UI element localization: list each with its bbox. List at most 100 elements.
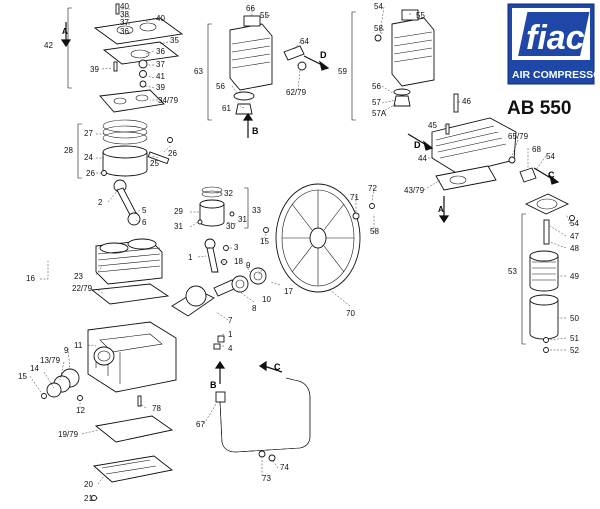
part-label: 36	[120, 27, 129, 36]
part-label: 42	[44, 41, 53, 50]
part-label: 39	[90, 65, 99, 74]
part-label: 1	[228, 330, 233, 339]
part-label: 45	[428, 121, 437, 130]
part-label: 27	[84, 129, 93, 138]
part-label: 55	[260, 11, 269, 20]
brand-logo: fiac AIR COMPRESSORS	[507, 3, 600, 85]
part-label: 72	[368, 184, 377, 193]
part-label: 78	[152, 404, 161, 413]
part-label: 68	[532, 145, 541, 154]
part-label: 17	[284, 287, 293, 296]
part-label: 56	[372, 82, 381, 91]
part-label: 47	[570, 232, 579, 241]
part-label: 55	[416, 11, 425, 20]
part-label: 71	[350, 193, 359, 202]
part-label: 26	[168, 149, 177, 158]
part-label: 54	[546, 152, 555, 161]
part-label: 48	[570, 244, 579, 253]
part-label: 37	[156, 60, 165, 69]
connecting-rod-left	[113, 179, 141, 226]
part-label: 70	[346, 309, 355, 318]
part-label: 3	[234, 243, 239, 252]
logo-text: fiac	[526, 19, 585, 57]
part-label: 61	[222, 104, 231, 113]
part-label: 16	[26, 274, 35, 283]
part-label: 21	[84, 494, 93, 503]
piston-group-left	[77, 119, 173, 179]
arrow-label-a2: A	[438, 205, 444, 214]
part-label: 40	[120, 2, 129, 11]
crankshaft	[171, 227, 269, 350]
part-label: 39	[156, 83, 165, 92]
arrow-label-b1: B	[252, 126, 259, 136]
part-label: 15	[18, 372, 27, 381]
part-label: 15	[260, 237, 269, 246]
filter-group	[521, 193, 575, 353]
leader-lines	[29, 6, 571, 499]
part-label: 22/79	[72, 284, 93, 293]
piston-group-mid	[197, 186, 249, 273]
part-label: 58	[370, 227, 379, 236]
part-label: 31	[174, 222, 183, 231]
part-label: 43/79	[404, 186, 425, 195]
part-label: 38	[120, 10, 129, 19]
part-label: 11	[74, 341, 83, 350]
part-label: 54	[570, 219, 579, 228]
flow-arrows: A B D D A C B C	[60, 22, 560, 390]
part-label: 18	[234, 257, 243, 266]
part-label: 4	[228, 344, 233, 353]
flywheel	[275, 183, 375, 293]
part-label: 35	[170, 36, 179, 45]
delivery-pipe	[215, 377, 311, 462]
part-label: 20	[84, 480, 93, 489]
part-label: 33	[252, 206, 261, 215]
part-label: 8	[252, 304, 257, 313]
part-label: 36	[156, 47, 165, 56]
part-label: 24	[84, 153, 93, 162]
part-label: 7	[228, 316, 233, 325]
part-label: 66	[246, 4, 255, 13]
part-label: 10	[262, 295, 271, 304]
arrow-label-d1: D	[320, 50, 327, 60]
part-label: 34/79	[158, 96, 179, 105]
part-label: 14	[30, 364, 39, 373]
part-label: 25	[150, 159, 159, 168]
part-label: 53	[508, 267, 517, 276]
part-label: 46	[462, 97, 471, 106]
part-label: 1	[188, 253, 193, 262]
part-label: 56	[216, 82, 225, 91]
part-label: 6	[142, 218, 147, 227]
part-label: 62/79	[286, 88, 307, 97]
arrow-label-d2: D	[414, 140, 421, 150]
part-label: 28	[64, 146, 73, 155]
arrow-label-b2: B	[210, 380, 217, 390]
part-label: 12	[76, 406, 85, 415]
part-label: 9	[64, 346, 69, 355]
part-label: 5	[142, 206, 147, 215]
cylinder	[90, 238, 170, 305]
part-label: 52	[570, 346, 579, 355]
part-label: 58	[374, 24, 383, 33]
arrow-label-c2: C	[274, 362, 281, 372]
cylinder-head-right	[431, 117, 537, 191]
part-label: 2	[98, 198, 103, 207]
part-label: 50	[570, 314, 579, 323]
part-label: 30	[226, 222, 235, 231]
part-labels: 40 38 37 36 40 35 36 37 41 39 39 34/79 4…	[18, 2, 579, 503]
part-label: 73	[262, 474, 271, 483]
head-group-right	[351, 9, 459, 121]
crankcase	[41, 321, 177, 501]
part-label: 29	[174, 207, 183, 216]
part-label: 9	[246, 261, 251, 270]
part-label: 64	[300, 37, 309, 46]
part-label: 67	[196, 420, 205, 429]
arrow-label-c1: C	[548, 170, 555, 180]
part-label: 49	[570, 272, 579, 281]
part-label: 40	[156, 14, 165, 23]
part-label: 63	[194, 67, 203, 76]
part-label: 44	[418, 154, 427, 163]
part-label: 59	[338, 67, 347, 76]
part-label: 19/79	[58, 430, 79, 439]
part-label: 41	[156, 72, 165, 81]
